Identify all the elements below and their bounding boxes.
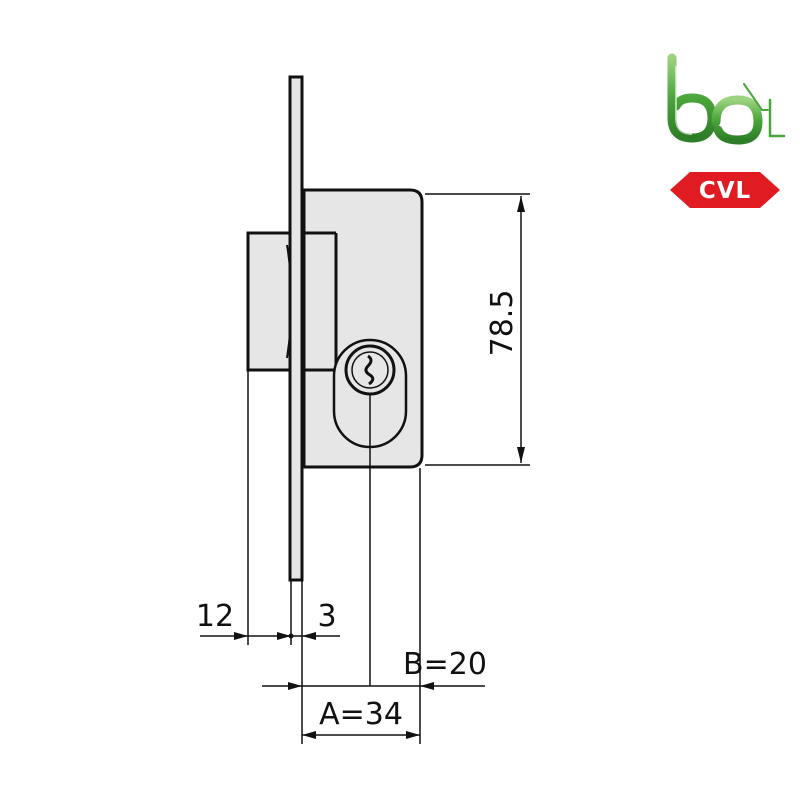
backset-b-label: B=20 [403, 647, 487, 682]
cvl-logo-text: CVL [699, 178, 751, 204]
faceplate [288, 75, 304, 582]
faceplate-thickness-label: 3 [317, 599, 336, 634]
cylinder-keyhole [332, 338, 408, 449]
height-label: 78.5 [485, 290, 520, 357]
dimension-height: 78.5 [425, 193, 530, 466]
dimension-backsets: B=20 A=34 [262, 395, 487, 744]
cvl-logo: CVL [670, 172, 780, 208]
bolt-projection-label: 12 [196, 599, 234, 634]
dimension-bolt-faceplate: 12 3 [196, 370, 340, 645]
bl-brand-logo [667, 53, 786, 145]
backset-a-label: A=34 [319, 697, 403, 732]
